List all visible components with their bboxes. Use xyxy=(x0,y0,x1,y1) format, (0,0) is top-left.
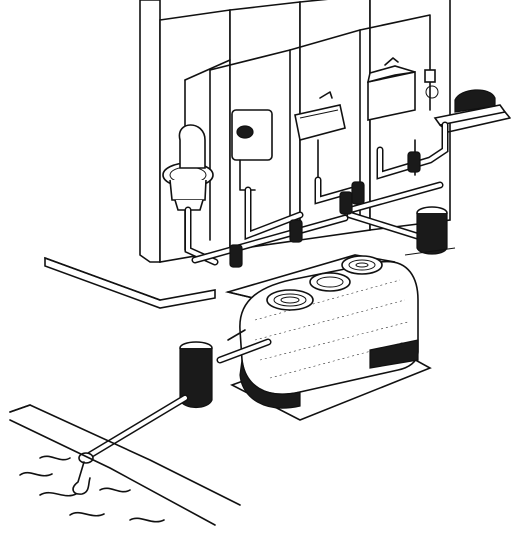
outfall-pipe-icon xyxy=(79,398,185,463)
embankment xyxy=(10,405,240,525)
water-surface xyxy=(20,456,164,521)
septic-tank-icon xyxy=(220,256,430,420)
floor-slab-left xyxy=(45,258,215,308)
